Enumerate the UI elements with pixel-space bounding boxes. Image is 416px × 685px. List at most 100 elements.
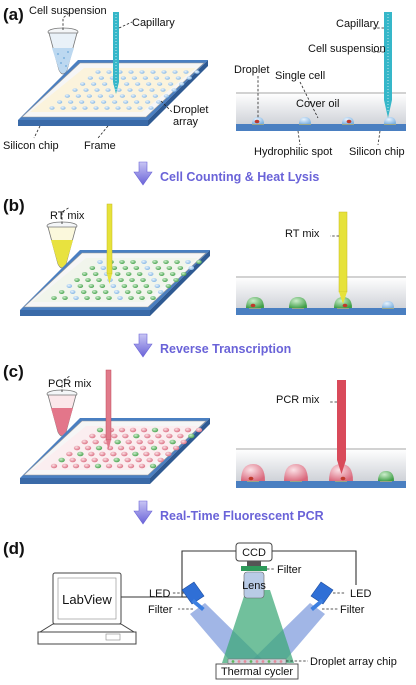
array-droplet — [118, 427, 126, 433]
array-droplet — [90, 100, 96, 104]
array-droplet — [126, 106, 132, 110]
panel-b: (b) RT mix — [3, 196, 406, 316]
chip-droplet — [237, 660, 241, 663]
array-droplet — [138, 88, 144, 92]
array-droplet — [60, 106, 66, 110]
array-droplet — [95, 296, 101, 300]
step-arrow-3: Real-Time Fluorescent PCR — [133, 500, 324, 525]
array-droplet — [133, 433, 140, 439]
array-droplet — [100, 266, 107, 270]
array-droplet — [150, 445, 158, 451]
right-filter — [310, 598, 324, 612]
array-droplet — [196, 260, 202, 264]
array-droplet — [125, 272, 132, 276]
label-hydrophilic-spot: Hydrophilic spot — [254, 146, 332, 158]
array-droplet — [149, 88, 155, 92]
array-droplet — [128, 445, 136, 451]
label-chip-d: Droplet array chip — [310, 656, 397, 668]
single-cell — [342, 303, 348, 308]
label-silicon-chip-right: Silicon chip — [349, 146, 405, 158]
array-droplet — [153, 76, 159, 80]
array-droplet — [174, 260, 180, 264]
array-droplet — [81, 439, 88, 445]
array-droplet — [173, 278, 179, 282]
array-droplet — [77, 451, 84, 457]
panel-d: (d) CCD Filter Lens LED Filt — [3, 539, 397, 680]
array-droplet — [84, 445, 92, 451]
array-droplet — [69, 457, 76, 463]
label-frame: Frame — [84, 140, 116, 152]
array-droplet — [108, 94, 114, 98]
array-droplet — [111, 433, 118, 439]
array-droplet — [101, 100, 107, 104]
array-droplet — [79, 100, 85, 104]
label-rt-mix-left: RT mix — [50, 210, 85, 222]
section-droplet — [289, 297, 307, 308]
capillary-a — [113, 12, 119, 94]
array-droplet — [116, 463, 124, 469]
chip-droplet — [231, 660, 235, 663]
array-droplet — [88, 284, 95, 288]
array-droplet — [97, 260, 103, 264]
array-droplet — [161, 445, 169, 451]
array-droplet — [127, 88, 133, 92]
array-droplet — [122, 433, 129, 439]
array-droplet — [73, 445, 81, 451]
array-droplet — [77, 284, 84, 288]
array-droplet — [186, 76, 192, 80]
array-droplet — [143, 284, 150, 288]
array-droplet — [151, 427, 159, 433]
array-droplet — [117, 296, 123, 300]
array-droplet — [146, 82, 152, 86]
array-droplet — [135, 82, 141, 86]
array-droplet — [102, 290, 109, 294]
array-droplet — [156, 100, 162, 104]
right-led — [310, 581, 334, 612]
array-droplet — [155, 266, 162, 270]
lens-beam — [222, 590, 294, 663]
array-droplet — [136, 272, 143, 276]
step-label-3: Real-Time Fluorescent PCR — [160, 509, 324, 523]
array-droplet — [113, 290, 120, 294]
section-droplet — [246, 297, 264, 308]
label-capillary-right: Capillary — [336, 18, 379, 30]
array-droplet — [121, 284, 128, 288]
array-droplet — [139, 445, 147, 451]
array-droplet — [80, 82, 86, 86]
array-droplet — [57, 100, 63, 104]
capillary-c-right — [337, 380, 346, 474]
array-droplet — [58, 290, 65, 294]
array-droplet — [166, 433, 173, 439]
array-droplet — [143, 451, 150, 457]
array-droplet — [175, 76, 181, 80]
chip-droplet — [273, 660, 277, 663]
tube-a-icon — [47, 27, 79, 75]
array-droplet — [72, 88, 78, 92]
array-droplet — [100, 433, 107, 439]
array-droplet — [150, 70, 156, 74]
label-pcr-mix-left: PCR mix — [48, 378, 92, 390]
array-droplet — [140, 278, 146, 282]
label-pcr-mix-right: PCR mix — [276, 394, 320, 406]
label-silicon-chip-a: Silicon chip — [3, 140, 59, 152]
label-filter-left: Filter — [148, 604, 173, 616]
panel-c-tag: (c) — [3, 362, 24, 381]
array-droplet — [161, 70, 167, 74]
array-droplet — [102, 457, 109, 463]
array-droplet — [172, 445, 180, 451]
array-droplet — [96, 427, 104, 433]
thermal-cycler — [215, 663, 299, 680]
array-droplet — [127, 463, 135, 469]
array-droplet — [73, 296, 79, 300]
array-droplet — [132, 284, 139, 288]
lens — [243, 571, 265, 599]
array-droplet — [94, 88, 100, 92]
array-droplet — [155, 433, 162, 439]
array-droplet — [74, 278, 80, 282]
array-droplet — [144, 266, 151, 270]
section-droplet — [299, 117, 311, 124]
array-droplet — [165, 451, 172, 457]
single-cell — [250, 303, 256, 308]
array-droplet — [158, 272, 165, 276]
